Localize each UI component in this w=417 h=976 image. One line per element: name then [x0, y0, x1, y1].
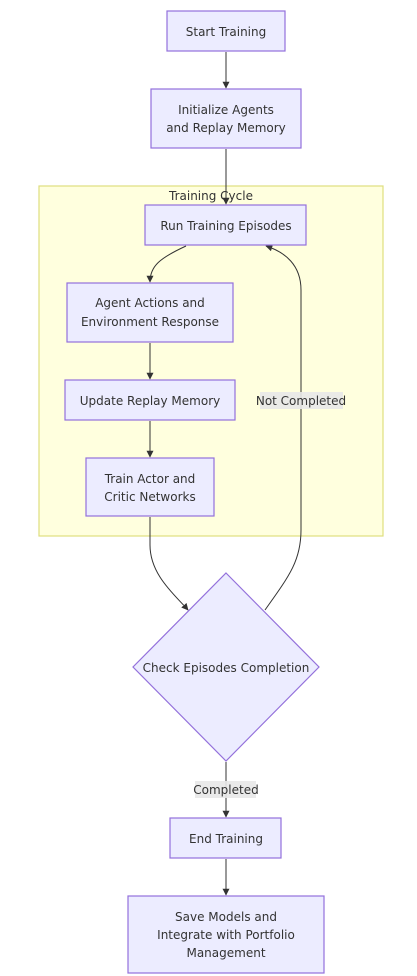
node-label: Run Training Episodes [160, 219, 291, 233]
node-train-actor-critic: Train Actor and Critic Networks [85, 457, 215, 517]
node-label-line-2: Integrate with Portfolio [157, 928, 295, 942]
edge-train-to-check [149, 517, 189, 611]
node-agent-actions: Agent Actions and Environment Response [66, 282, 234, 343]
cluster-label: Training Cycle [168, 189, 253, 203]
edge-label-completed: Completed [193, 781, 259, 798]
edge-label-not-completed: Not Completed [256, 392, 346, 409]
node-initialize-agents: Initialize Agents and Replay Memory [150, 88, 302, 149]
node-label: End Training [189, 832, 263, 846]
node-label-line-2: Environment Response [81, 315, 219, 329]
node-label: Check Episodes Completion [143, 661, 310, 675]
edge-check-to-run [264, 244, 302, 611]
node-label-line-1: Agent Actions and [95, 296, 205, 310]
node-label: Start Training [186, 25, 266, 39]
node-start-training: Start Training [166, 10, 286, 52]
edge-label-text: Completed [193, 783, 258, 797]
node-run-training-episodes: Run Training Episodes [144, 204, 307, 246]
edge-run-to-actions [146, 245, 187, 283]
node-save-models: Save Models and Integrate with Portfolio… [127, 895, 325, 974]
node-label-line-3: Management [186, 946, 265, 960]
node-check-episodes-completion: Check Episodes Completion [132, 572, 320, 762]
node-end-training: End Training [169, 817, 282, 859]
node-label-line-1: Train Actor and [104, 472, 196, 486]
edge-label-text: Not Completed [256, 394, 346, 408]
node-label-line-1: Save Models and [175, 910, 277, 924]
node-label-line-2: and Replay Memory [166, 121, 286, 135]
node-label-line-2: Critic Networks [104, 490, 195, 504]
node-label-line-1: Initialize Agents [178, 103, 274, 117]
node-label: Update Replay Memory [80, 394, 220, 408]
node-update-replay-memory: Update Replay Memory [64, 379, 236, 421]
